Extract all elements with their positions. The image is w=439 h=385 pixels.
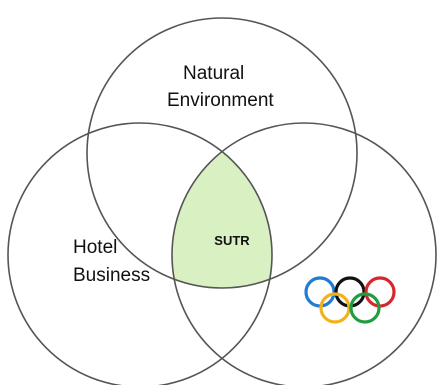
olympic-rings-icon: [304, 276, 396, 324]
red-ring: [364, 276, 396, 308]
hotel-business-label-line1: Hotel: [73, 237, 117, 258]
natural-environment-label: Natural Environment: [167, 63, 274, 111]
natural-environment-label-line1: Natural: [183, 63, 244, 84]
sutr-intersection-fill: [172, 123, 272, 288]
green-ring: [349, 292, 381, 324]
sutr-label: SUTR: [214, 233, 250, 248]
hotel-business-label: Hotel Business: [73, 237, 150, 286]
natural-environment-circle: [86, 17, 358, 289]
olympics-circle: [171, 122, 437, 385]
yellow-ring: [319, 292, 351, 324]
black-ring: [334, 276, 366, 308]
natural-environment-label-line2: Environment: [167, 90, 274, 111]
hotel-business-circle: [7, 122, 273, 385]
blue-ring: [304, 276, 336, 308]
hotel-business-label-line2: Business: [73, 265, 150, 286]
